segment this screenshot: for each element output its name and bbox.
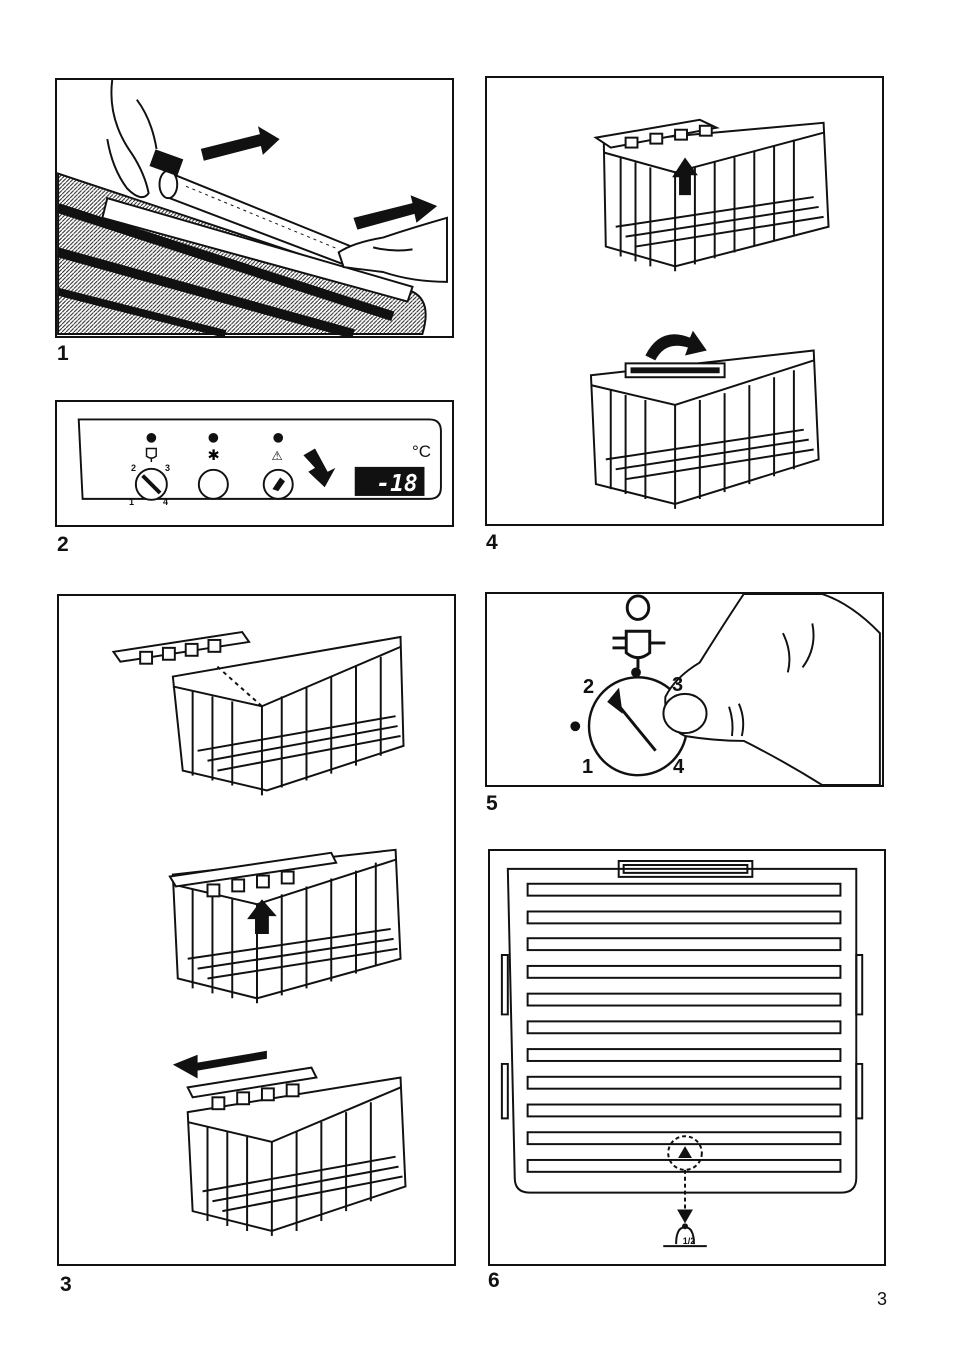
figure-4-illustration [487,78,882,524]
dial-number-4: 4 [163,497,168,507]
dial-dot-left [571,722,579,730]
figure-6-illustration [490,851,884,1264]
figure-4-frame [485,76,884,526]
fraction-label: 1/2 [678,1236,700,1246]
basket-step-1 [113,632,403,795]
plug-icon-large [613,631,666,668]
basket-top [596,120,829,271]
temperature-display-value: -18 [367,469,427,499]
dial-number-4-large: 4 [673,756,684,779]
dial-number-3: 3 [165,463,170,473]
dial-number-1-large: 1 [582,756,593,779]
figure-1-number: 1 [57,343,69,364]
dial-number-2-large: 2 [583,676,594,699]
indicator-light-fast-freeze [208,433,218,443]
arrow-curved-icon [645,331,706,361]
dial-number-3-large: 3 [672,674,683,697]
indicator-light-alarm [273,433,283,443]
indicator-light-power [147,433,157,443]
dial-number-1: 1 [129,497,134,507]
basket-step-3 [173,1051,406,1236]
arrow-up-icon-2 [247,899,277,934]
page-number: 3 [877,1290,887,1308]
fast-freeze-button[interactable] [199,470,228,499]
figure-2-frame: ✱ ⚠ 2 3 1 4 °C -18 [55,400,454,527]
arrow-left-icon [173,1051,267,1079]
hand-left [107,80,156,197]
figure-3-illustration [59,596,454,1264]
off-symbol-icon [627,596,649,620]
basket-bottom [591,331,819,509]
temperature-unit: °C [412,442,431,462]
figure-6-number: 6 [488,1270,500,1291]
dial-dot-top [632,668,640,676]
control-panel: ✱ ⚠ [57,402,452,525]
basket-step-2 [170,850,401,1003]
figure-4-number: 4 [486,532,498,553]
arrow-down-icon [677,1209,693,1223]
figure-1-illustration [57,80,452,336]
hand-thumb [663,594,879,785]
figure-5-number: 5 [486,793,498,814]
figure-5-illustration [487,594,882,785]
figure-6-frame: 1/2 [488,849,886,1266]
figure-5-frame: 2 3 1 4 [485,592,884,787]
figure-3-frame [57,594,456,1266]
warning-icon: ⚠ [271,448,282,463]
figure-2-number: 2 [57,534,69,555]
dial-number-2: 2 [131,463,136,473]
figure-1-frame [55,78,454,338]
snowflake-icon: ✱ [208,448,220,464]
drawer-grille [502,861,862,1193]
figure-3-number: 3 [60,1274,72,1295]
